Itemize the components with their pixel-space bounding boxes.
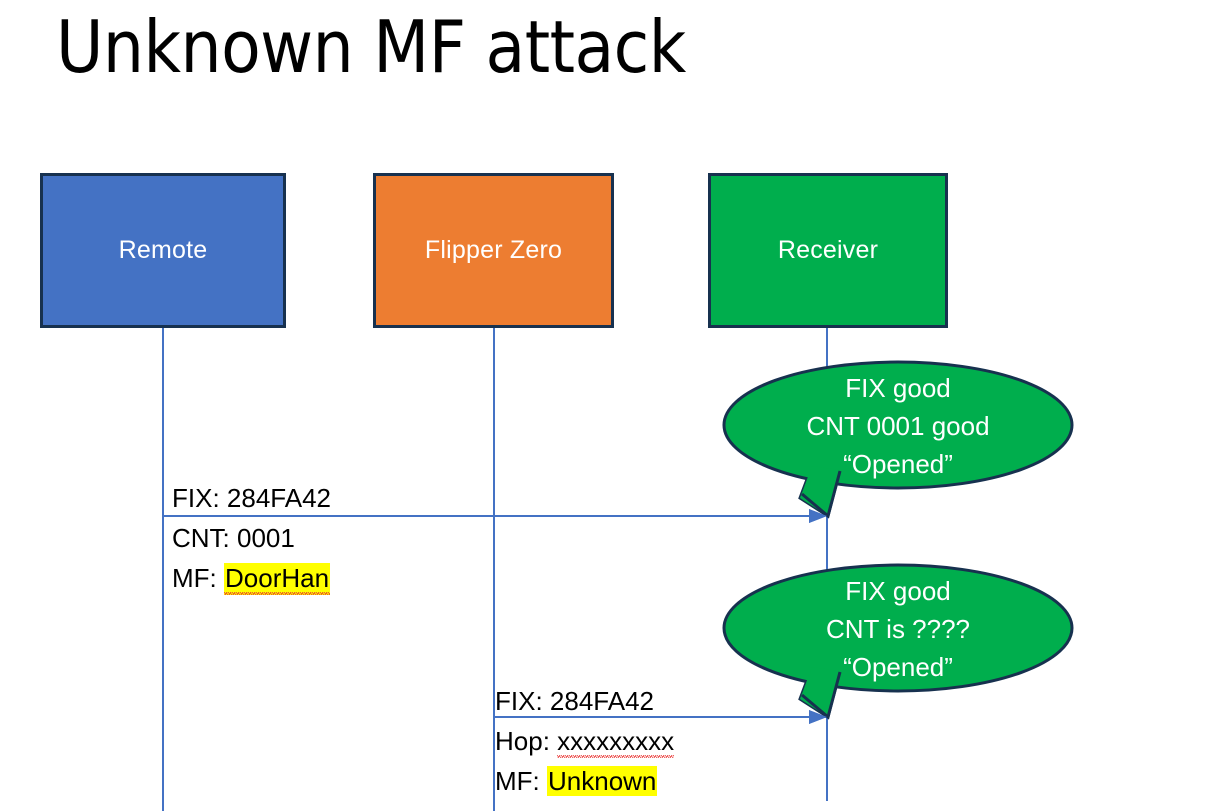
msg-2-line-3-value: Unknown	[547, 766, 658, 796]
msg-1-line-3-value: DoorHan	[224, 563, 331, 595]
msg-1-line-1-value: 284FA42	[226, 483, 331, 513]
arrowhead-2	[809, 710, 827, 724]
actor-box-flipper[interactable]: Flipper Zero	[373, 173, 614, 328]
msg-1-line-2-value: 0001	[237, 523, 295, 553]
page-title: Unknown MF attack	[56, 5, 686, 89]
msg-2-line-2: Hop: xxxxxxxxx	[495, 721, 675, 761]
speech-bubble-2	[722, 563, 1074, 720]
msg-2-line-2-prefix: Hop:	[495, 726, 558, 756]
message-label-remote-to-receiver: FIX: 284FA42 CNT: 0001 MF: DoorHan	[172, 478, 331, 598]
msg-2-line-3-prefix: MF:	[495, 766, 547, 796]
msg-1-line-2: CNT: 0001	[172, 518, 331, 558]
msg-1-line-3: MF: DoorHan	[172, 558, 331, 598]
msg-1-line-1: FIX: 284FA42	[172, 478, 331, 518]
msg-2-line-1: FIX: 284FA42	[495, 681, 674, 721]
msg-1-line-2-prefix: CNT:	[172, 523, 237, 553]
msg-2-line-3: MF: Unknown	[495, 761, 674, 801]
actor-box-remote[interactable]: Remote	[40, 173, 286, 328]
arrowhead-1	[809, 509, 827, 523]
msg-2-line-1-prefix: FIX:	[495, 686, 550, 716]
msg-1-line-3-prefix: MF:	[172, 563, 224, 593]
msg-2-line-1-value: 284FA42	[549, 686, 654, 716]
msg-1-line-1-prefix: FIX:	[172, 483, 227, 513]
actor-label-receiver: Receiver	[777, 236, 879, 264]
actor-label-flipper: Flipper Zero	[424, 236, 563, 264]
actor-label-remote: Remote	[118, 236, 208, 264]
message-label-flipper-to-receiver: FIX: 284FA42 Hop: xxxxxxxxx MF: Unknown	[495, 681, 675, 801]
msg-2-line-2-value: xxxxxxxxx	[557, 726, 675, 758]
speech-bubble-1	[722, 360, 1074, 519]
actor-box-receiver[interactable]: Receiver	[708, 173, 948, 328]
